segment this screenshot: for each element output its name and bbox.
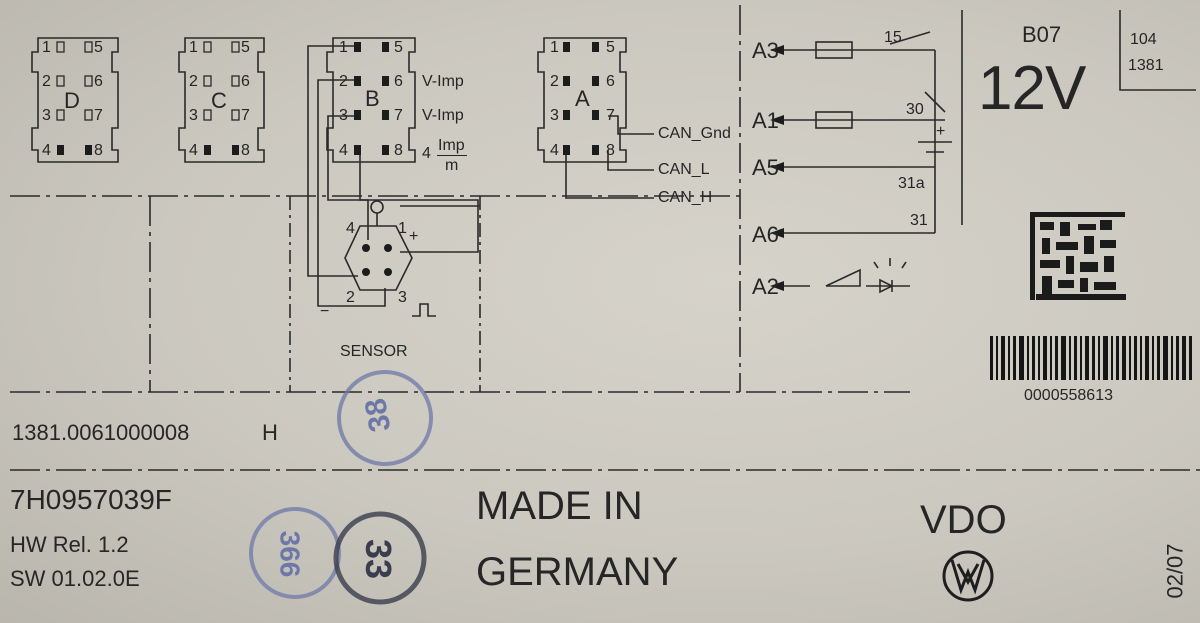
pin-label: 1 bbox=[339, 39, 348, 56]
barcode bbox=[990, 336, 1192, 380]
box-code-top: 104 bbox=[1130, 31, 1157, 48]
stamp-38: 38 bbox=[359, 395, 398, 435]
sensor-pin-3: 3 bbox=[398, 289, 407, 306]
signal-label-vimp: V-Imp bbox=[422, 73, 464, 90]
pin-label: 5 bbox=[606, 39, 615, 56]
pin-label: 2 bbox=[550, 73, 559, 90]
stamp-circle-38 bbox=[337, 370, 433, 466]
pin-label: 3 bbox=[550, 107, 559, 124]
pin-label: 8 bbox=[94, 142, 103, 159]
pin-label: 4 bbox=[42, 142, 51, 159]
signal-label-can-gnd: CAN_Gnd bbox=[658, 125, 731, 142]
pin-label: 5 bbox=[94, 39, 103, 56]
connector-letter: D bbox=[64, 88, 80, 113]
stamp-circle-33 bbox=[333, 511, 427, 605]
terminal-a2: A2 bbox=[752, 274, 779, 299]
wire-15: 15 bbox=[884, 29, 902, 46]
stamp-33: 33 bbox=[358, 538, 400, 580]
pin-label: 6 bbox=[394, 73, 403, 90]
pin-label: 7 bbox=[606, 107, 615, 124]
pin-label: 4 bbox=[339, 142, 348, 159]
connector-b-outline bbox=[326, 37, 416, 163]
signal-label-imp-number: 4 bbox=[422, 145, 431, 162]
terminal-a1: A1 bbox=[752, 108, 779, 133]
battery-plus: + bbox=[936, 123, 946, 140]
wire-30: 30 bbox=[906, 101, 924, 118]
sensor-label: SENSOR bbox=[340, 343, 408, 360]
serial-number: 1381.0061000008 bbox=[12, 420, 190, 445]
pin-label: 1 bbox=[42, 39, 51, 56]
sensor-plus: + bbox=[409, 228, 419, 245]
sensor-minus: − bbox=[320, 303, 330, 320]
pin-label: 6 bbox=[606, 73, 615, 90]
pin-label: 8 bbox=[241, 142, 250, 159]
connector-c-outline bbox=[178, 37, 265, 163]
box-code-bottom: 1381 bbox=[1128, 57, 1164, 74]
wire-31: 31 bbox=[910, 212, 928, 229]
connector-letter: A bbox=[575, 86, 590, 111]
sensor-pin-2: 2 bbox=[346, 289, 355, 306]
pin-label: 4 bbox=[189, 142, 198, 159]
stamp-circle-366 bbox=[249, 507, 341, 599]
terminal-a3: A3 bbox=[752, 38, 779, 63]
stamp-366: 366 bbox=[274, 530, 306, 578]
connector-d-outline bbox=[31, 37, 119, 163]
pin-label: 3 bbox=[42, 107, 51, 124]
made-in-line2: GERMANY bbox=[476, 550, 679, 594]
pin-label: 5 bbox=[241, 39, 250, 56]
connector-letter: C bbox=[211, 88, 227, 113]
pin-label: 2 bbox=[189, 73, 198, 90]
pin-label: 7 bbox=[394, 107, 403, 124]
voltage-rating: 12V bbox=[978, 54, 1086, 123]
pin-label: 4 bbox=[550, 142, 559, 159]
fraction-bar bbox=[437, 155, 467, 156]
pin-label: 6 bbox=[94, 73, 103, 90]
vw-logo-icon bbox=[942, 550, 994, 602]
sensor-pin-1: 1 bbox=[398, 220, 407, 237]
wire-31a: 31a bbox=[898, 175, 925, 192]
signal-label-can-h: CAN_H bbox=[658, 189, 713, 206]
signal-label-vimp: V-Imp bbox=[422, 107, 464, 124]
hardware-release: HW Rel. 1.2 bbox=[10, 532, 129, 557]
terminal-a5: A5 bbox=[752, 155, 779, 180]
signal-label-imp-denominator: m bbox=[445, 157, 459, 174]
pin-label: 1 bbox=[189, 39, 198, 56]
pin-label: 6 bbox=[241, 73, 250, 90]
connector-a-outline bbox=[537, 37, 627, 163]
pin-label: 5 bbox=[394, 39, 403, 56]
connector-letter: B bbox=[365, 86, 380, 111]
pin-label: 7 bbox=[94, 107, 103, 124]
manufacture-date: 02/07 bbox=[1162, 543, 1188, 599]
made-in-line1: MADE IN bbox=[476, 484, 643, 528]
brand-name: VDO bbox=[920, 498, 1007, 542]
datamatrix-code bbox=[1030, 212, 1126, 300]
sensor-pin-4: 4 bbox=[346, 220, 355, 237]
software-version: SW 01.02.0E bbox=[10, 566, 140, 591]
pin-label: 2 bbox=[339, 73, 348, 90]
signal-label-can-l: CAN_L bbox=[658, 161, 710, 178]
part-number: 7H0957039F bbox=[10, 484, 172, 515]
signal-label-imp-numerator: Imp bbox=[438, 137, 465, 154]
terminal-a6: A6 bbox=[752, 222, 779, 247]
pin-label: 8 bbox=[394, 142, 403, 159]
serial-suffix: H bbox=[262, 420, 278, 445]
pin-label: 2 bbox=[42, 73, 51, 90]
pin-label: 3 bbox=[339, 107, 348, 124]
pin-label: 7 bbox=[241, 107, 250, 124]
sensor-hexagon bbox=[344, 225, 413, 291]
pin-label: 3 bbox=[189, 107, 198, 124]
pin-label: 1 bbox=[550, 39, 559, 56]
barcode-number: 0000558613 bbox=[1024, 387, 1113, 404]
pin-label: 8 bbox=[606, 142, 615, 159]
model-code: B07 bbox=[1022, 22, 1062, 47]
